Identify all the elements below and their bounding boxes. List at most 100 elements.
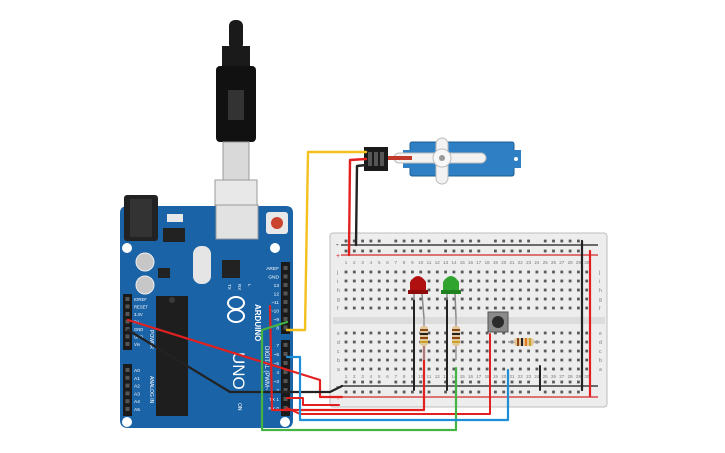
rail-hole (394, 380, 398, 384)
breadboard-hole (435, 349, 439, 353)
breadboard-hole (452, 297, 456, 301)
column-number: 30 (584, 374, 590, 379)
breadboard-hole (352, 279, 356, 283)
column-number: 6 (386, 374, 389, 379)
breadboard-hole (568, 358, 572, 362)
analog-pin-label: A5 (134, 407, 140, 413)
column-number: 25 (543, 374, 549, 379)
header-pin (125, 368, 130, 372)
breadboard-hole (394, 270, 398, 274)
breadboard-hole (344, 349, 348, 353)
breadboard-hole (377, 297, 381, 301)
power-pin-label: IOREF (134, 297, 147, 302)
breadboard-hole (427, 331, 431, 335)
breadboard-hole (402, 270, 406, 274)
rail-hole (568, 249, 572, 253)
rail-hole (444, 380, 447, 384)
breadboard-hole (527, 270, 530, 274)
header-pin (283, 300, 288, 304)
breadboard-hole (344, 270, 348, 274)
rail-hole (427, 239, 431, 243)
power-pin-label: Vin (134, 342, 141, 347)
breadboard-hole (518, 297, 522, 301)
breadboard-hole (543, 297, 547, 301)
header-pin (283, 352, 288, 356)
column-number: 5 (378, 374, 381, 379)
column-number: 26 (551, 260, 557, 265)
rail-hole (460, 380, 464, 384)
rail-hole (452, 249, 456, 253)
breadboard-hole (502, 367, 506, 371)
breadboard-hole (502, 331, 506, 335)
rail-hole (527, 249, 530, 253)
breadboard-hole (585, 358, 589, 362)
analog-pin-label: A3 (134, 391, 140, 397)
breadboard-hole (577, 358, 580, 362)
breadboard-hole (560, 279, 564, 283)
servo-motor (386, 137, 521, 185)
breadboard-hole (444, 331, 447, 335)
rail-hole (452, 239, 456, 243)
digital-pin-label: 4 (276, 370, 279, 376)
breadboard-hole (577, 288, 580, 292)
breadboard-hole (427, 270, 431, 274)
breadboard-hole (560, 340, 564, 344)
breadboard-hole (361, 367, 364, 371)
breadboard-hole (444, 306, 447, 310)
breadboard-hole (369, 306, 373, 310)
breadboard-hole (518, 331, 522, 335)
rail-hole (543, 390, 547, 394)
breadboard-hole (361, 270, 364, 274)
rail-hole (394, 249, 398, 253)
breadboard-hole (543, 331, 547, 335)
breadboard-hole (494, 349, 497, 353)
column-number: 17 (476, 260, 482, 265)
breadboard-hole (527, 288, 530, 292)
header-pins (125, 266, 288, 411)
column-number: 20 (501, 374, 507, 379)
rail-hole (560, 249, 564, 253)
rail-hole (518, 249, 522, 253)
breadboard-hole (377, 340, 381, 344)
breadboard-hole (535, 349, 539, 353)
rail-hole (402, 380, 406, 384)
breadboard-hole (535, 331, 539, 335)
breadboard-hole (535, 297, 539, 301)
breadboard-hole (518, 279, 522, 283)
header-pin (283, 308, 288, 313)
breadboard-hole (427, 340, 431, 344)
power-section-label: POWER (148, 330, 154, 349)
rail-hole (477, 390, 481, 394)
breadboard-hole (527, 331, 530, 335)
breadboard-hole (469, 270, 472, 274)
wire-blue (285, 355, 510, 422)
digital-pin-label: ~5 (274, 361, 280, 367)
breadboard-hole (361, 306, 364, 310)
column-number: 22 (518, 260, 524, 265)
header-pin (283, 343, 288, 347)
header-pin (283, 283, 288, 287)
rail-hole (394, 239, 398, 243)
breadboard-hole (435, 297, 439, 301)
header-pin (125, 342, 130, 346)
column-number: 29 (576, 374, 582, 379)
breadboard-hole (460, 331, 464, 335)
column-number: 11 (427, 260, 432, 265)
rail-hole (494, 249, 497, 253)
breadboard-hole (518, 270, 522, 274)
header-pin (283, 361, 288, 365)
breadboard-hole (552, 306, 555, 310)
breadboard-hole (577, 331, 580, 335)
breadboard-hole (460, 279, 464, 283)
breadboard-hole (535, 288, 539, 292)
breadboard-hole (394, 306, 398, 310)
breadboard-hole (577, 270, 580, 274)
rail-hole (361, 380, 364, 384)
breadboard-hole (510, 306, 514, 310)
column-number: 14 (451, 260, 457, 265)
row-letter: g (337, 297, 340, 303)
breadboard-hole (510, 358, 514, 362)
breadboard-hole (435, 288, 439, 292)
breadboard-hole (502, 288, 506, 292)
